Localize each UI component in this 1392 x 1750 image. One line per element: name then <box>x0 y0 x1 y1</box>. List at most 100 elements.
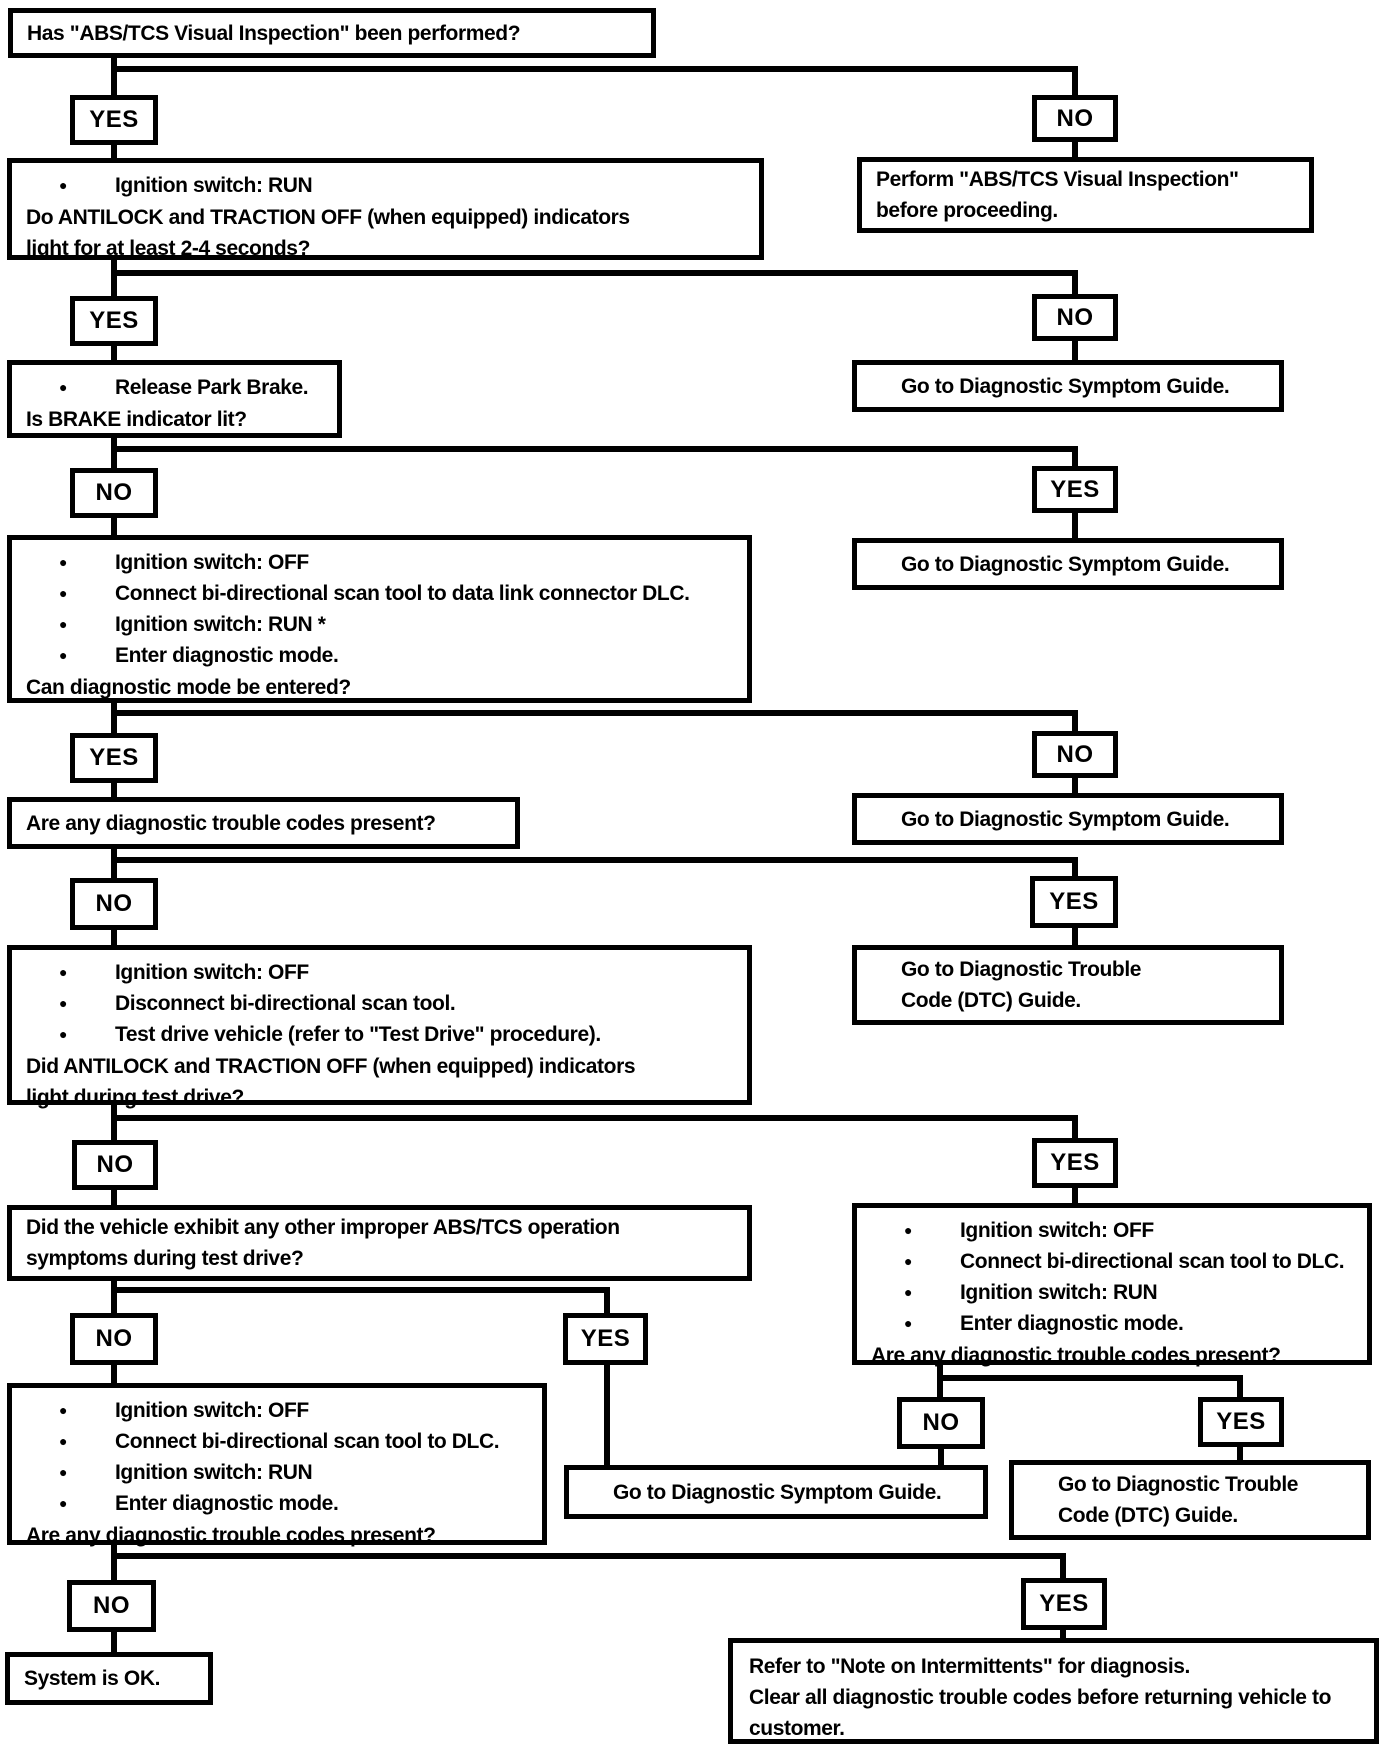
connector <box>111 1287 610 1293</box>
connector <box>111 863 117 878</box>
node-perform-inspection: Perform "ABS/TCS Visual Inspection" befo… <box>857 157 1314 233</box>
connector <box>937 1375 1243 1381</box>
connector <box>111 270 1078 276</box>
connector <box>1072 928 1078 945</box>
branch-label-text: YES <box>1216 1408 1266 1435</box>
branch-label-text: YES <box>1039 1590 1089 1617</box>
connector <box>1237 1381 1243 1397</box>
node-step-enter-diag-mode: Ignition switch: OFF Connect bi-directio… <box>7 535 752 703</box>
branch-label-no: NO <box>67 1580 156 1632</box>
connector <box>937 1365 943 1377</box>
node-question: Did ANTILOCK and TRACTION OFF (when equi… <box>26 1055 636 1109</box>
step-bullet: Connect bi-directional scan tool to data… <box>26 578 733 609</box>
connector <box>111 716 117 733</box>
node-q-dtc-present: Are any diagnostic trouble codes present… <box>7 797 520 849</box>
step-bullet: Ignition switch: RUN <box>26 1457 528 1488</box>
connector <box>111 710 1078 716</box>
connector <box>1237 1447 1243 1460</box>
branch-label-no: NO <box>1032 731 1118 778</box>
branch-label-text: YES <box>1049 888 1099 915</box>
connector <box>1072 276 1078 294</box>
node-text-line: Clear all diagnostic trouble codes befor… <box>749 1686 1331 1740</box>
connector <box>111 1632 117 1652</box>
connector <box>111 1293 117 1313</box>
branch-label-text: YES <box>89 307 139 334</box>
branch-label-yes: YES <box>70 296 158 346</box>
branch-label-text: YES <box>1050 475 1100 503</box>
branch-label-yes: YES <box>1030 876 1118 928</box>
connector <box>938 1449 944 1465</box>
step-bullet: Connect bi-directional scan tool to DLC. <box>871 1246 1353 1277</box>
node-note-intermittents: Refer to "Note on Intermittents" for dia… <box>728 1638 1379 1744</box>
connector <box>111 66 1078 72</box>
connector <box>1060 1559 1066 1578</box>
node-question: Can diagnostic mode be entered? <box>26 676 351 699</box>
node-question: Are any diagnostic trouble codes present… <box>871 1344 1281 1367</box>
branch-label-text: NO <box>96 1151 134 1178</box>
connector <box>1072 1121 1078 1138</box>
branch-label-yes: YES <box>563 1313 648 1365</box>
branch-label-yes: YES <box>1032 1138 1118 1188</box>
node-question: Is BRAKE indicator lit? <box>26 408 247 431</box>
connector <box>111 260 117 272</box>
step-bullet: Enter diagnostic mode. <box>26 640 733 671</box>
branch-label-no: NO <box>897 1397 985 1449</box>
connector <box>937 1381 943 1397</box>
step-bullet: Ignition switch: RUN <box>871 1277 1353 1308</box>
node-q-other-symptoms: Did the vehicle exhibit any other improp… <box>7 1205 752 1281</box>
branch-label-yes: YES <box>1021 1578 1107 1630</box>
connector <box>1072 778 1078 793</box>
branch-label-text: NO <box>1056 303 1094 331</box>
connector <box>111 72 117 95</box>
step-bullet: Enter diagnostic mode. <box>26 1488 528 1519</box>
connector <box>111 518 117 535</box>
step-bullet: Ignition switch: OFF <box>26 957 677 988</box>
node-step-recheck-left: Ignition switch: OFF Connect bi-directio… <box>7 1383 547 1547</box>
branch-label-text: YES <box>89 744 139 771</box>
branch-label-no: NO <box>70 1313 158 1365</box>
node-step-park-brake: Release Park Brake. Is BRAKE indicator l… <box>7 360 342 438</box>
branch-label-no: NO <box>70 468 158 518</box>
connector <box>111 452 117 468</box>
node-step-run-indicators: Ignition switch: RUN Do ANTILOCK and TRA… <box>7 158 764 260</box>
connector <box>1060 1630 1066 1638</box>
node-text: Go to Diagnostic Symptom Guide. <box>901 807 1230 831</box>
branch-label-yes: YES <box>70 95 158 145</box>
branch-label-yes: YES <box>1032 466 1118 513</box>
node-text: System is OK. <box>24 1667 161 1690</box>
node-goto-symptom-guide-4: Go to Diagnostic Symptom Guide. <box>564 1465 988 1519</box>
connector <box>111 930 117 945</box>
connector <box>111 446 1078 452</box>
node-text: Did the vehicle exhibit any other improp… <box>26 1216 620 1270</box>
node-step-test-drive: Ignition switch: OFF Disconnect bi-direc… <box>7 945 752 1109</box>
branch-label-text: NO <box>1056 740 1094 768</box>
node-text: Are any diagnostic trouble codes present… <box>26 811 436 835</box>
connector <box>111 1121 117 1140</box>
node-text: Has "ABS/TCS Visual Inspection" been per… <box>27 21 521 45</box>
connector <box>1072 513 1078 538</box>
branch-label-yes: YES <box>1198 1397 1284 1447</box>
step-bullet: Ignition switch: RUN * <box>26 609 733 640</box>
connector <box>111 58 117 70</box>
node-question: Are any diagnostic trouble codes present… <box>26 1524 436 1547</box>
connector <box>111 1553 1066 1559</box>
node-text: Perform "ABS/TCS Visual Inspection" befo… <box>876 168 1239 222</box>
step-bullet: Release Park Brake. <box>26 372 323 403</box>
step-bullet: Ignition switch: OFF <box>871 1215 1353 1246</box>
connector <box>1072 863 1078 876</box>
connector <box>111 1545 117 1555</box>
connector <box>1072 341 1078 360</box>
branch-label-text: NO <box>95 1325 133 1352</box>
step-bullet: Ignition switch: OFF <box>26 547 733 578</box>
node-goto-symptom-guide-1: Go to Diagnostic Symptom Guide. <box>852 360 1284 412</box>
connector <box>111 276 117 296</box>
node-text: Go to Diagnostic Symptom Guide. <box>901 552 1230 576</box>
node-system-ok: System is OK. <box>5 1652 213 1705</box>
node-text: Go to Diagnostic Symptom Guide. <box>901 374 1230 398</box>
connector <box>111 438 117 448</box>
connector <box>111 145 117 158</box>
branch-label-no: NO <box>1032 95 1118 142</box>
connector <box>604 1293 610 1313</box>
node-text-line: Refer to "Note on Intermittents" for dia… <box>749 1655 1190 1678</box>
node-goto-symptom-guide-3: Go to Diagnostic Symptom Guide. <box>852 793 1284 845</box>
